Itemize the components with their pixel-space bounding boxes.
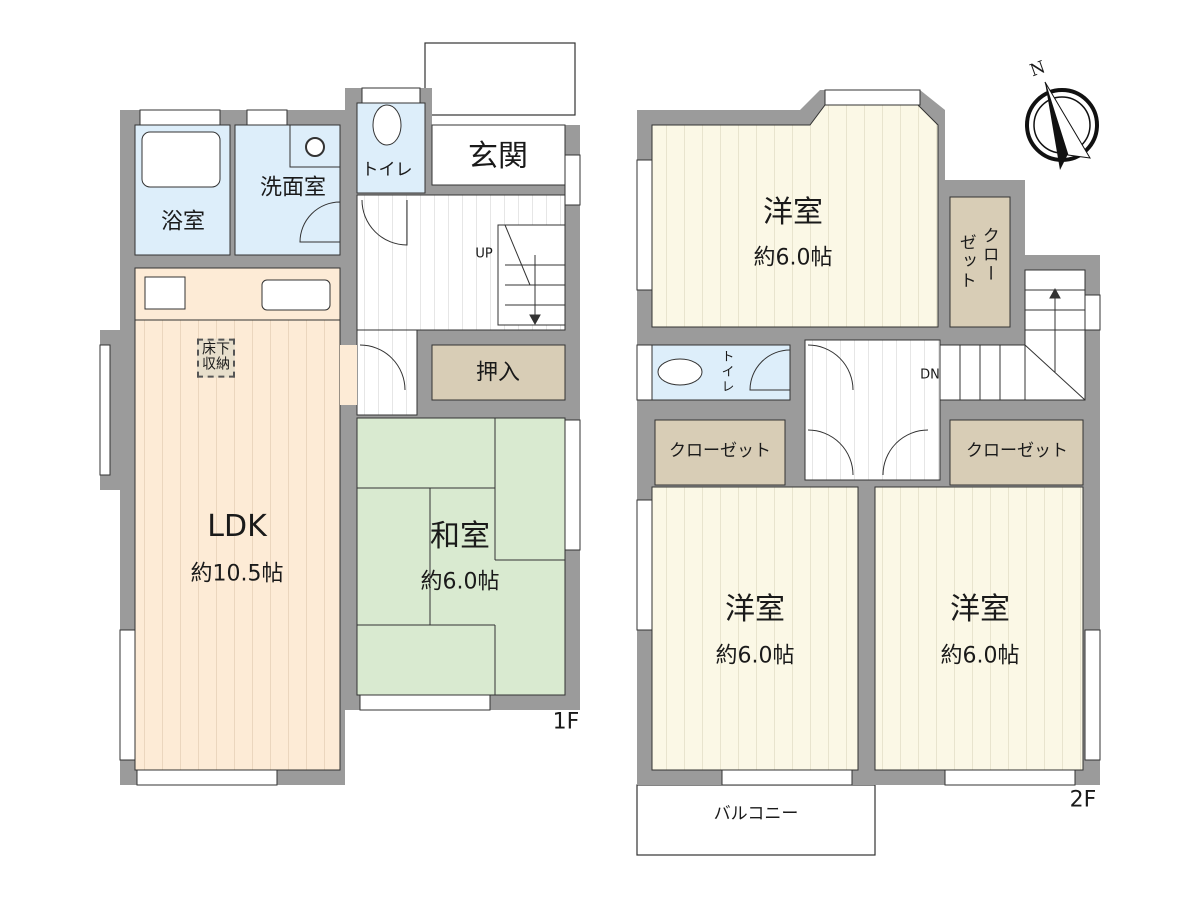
label-entrance: 玄関: [468, 138, 528, 174]
label-western-left: 洋室: [725, 591, 785, 627]
closet-vertical: [949, 196, 1011, 328]
label-western-right-area: 約6.0帖: [940, 643, 1020, 669]
label-closet-left: クローゼット: [669, 441, 771, 462]
label-washitsu: 和室: [430, 518, 490, 554]
compass-icon: [1025, 81, 1099, 170]
room-closet-left: [654, 419, 786, 486]
door-swing: [749, 349, 791, 391]
windows-1f: [99, 87, 581, 786]
room-washitsu: [356, 417, 566, 696]
room-oshiire: [431, 344, 566, 401]
door-swing: [882, 429, 929, 476]
sink-icon: [305, 137, 325, 157]
label-ldk-area: 約10.5帖: [190, 561, 284, 587]
room-entrance: [431, 124, 566, 186]
label-bath: 浴室: [160, 209, 206, 235]
label-stairs-dn: DN: [920, 367, 940, 383]
room-ldk: [134, 319, 341, 771]
sink-counter: [289, 124, 341, 168]
toilet-icon: [657, 358, 703, 386]
label-toilet-2f: トイレ: [718, 349, 734, 395]
bathtub-icon: [141, 131, 221, 188]
kitchen-sink-icon: [261, 279, 331, 311]
windows-2f: [636, 89, 1101, 786]
room-western-top: [651, 104, 939, 328]
label-underfloor-line2: 収納: [202, 357, 230, 373]
label-toilet-1f: トイレ: [361, 160, 413, 181]
label-oshiire: 押入: [475, 360, 521, 386]
hallway-2f: [804, 339, 941, 481]
stove-icon: [144, 276, 186, 310]
ldk-door-gap: [340, 345, 357, 405]
porch: [424, 42, 576, 116]
stairs-2f: [939, 269, 1086, 401]
label-washitsu-area: 約6.0帖: [420, 569, 500, 595]
label-stairs-up: UP: [475, 246, 493, 262]
label-western-top: 洋室: [763, 194, 823, 230]
floor-label-2f: 2F: [1069, 787, 1097, 813]
label-western-right: 洋室: [950, 591, 1010, 627]
label-washroom: 洗面室: [259, 175, 327, 201]
room-western-left: [651, 486, 859, 771]
door-swing: [807, 429, 854, 476]
room-closet-right: [949, 419, 1084, 486]
door-swing: [361, 199, 408, 246]
label-ldk: LDK: [207, 508, 267, 544]
label-western-top-area: 約6.0帖: [753, 245, 833, 271]
label-closet-vertical-col2: ゼット: [955, 233, 976, 291]
toilet-icon: [372, 104, 402, 146]
door-swing: [359, 344, 406, 391]
label-balcony: バルコニー: [713, 804, 799, 825]
door-swing: [299, 201, 341, 243]
balcony: [636, 784, 876, 856]
label-closet-right: クローゼット: [966, 441, 1068, 462]
label-underfloor-line1: 床下: [202, 341, 230, 358]
label-closet-vertical-col1: クロー: [978, 226, 999, 284]
floor-label-1f: 1F: [552, 709, 580, 735]
label-western-left-area: 約6.0帖: [715, 643, 795, 669]
underfloor-storage: 床下 収納: [197, 338, 235, 378]
hallway-1f-lower: [356, 329, 418, 416]
floor-1: [99, 42, 581, 786]
floor-2: [636, 89, 1101, 856]
stairs-1f: [497, 224, 566, 326]
room-western-right: [874, 486, 1084, 771]
door-swing: [807, 344, 854, 391]
